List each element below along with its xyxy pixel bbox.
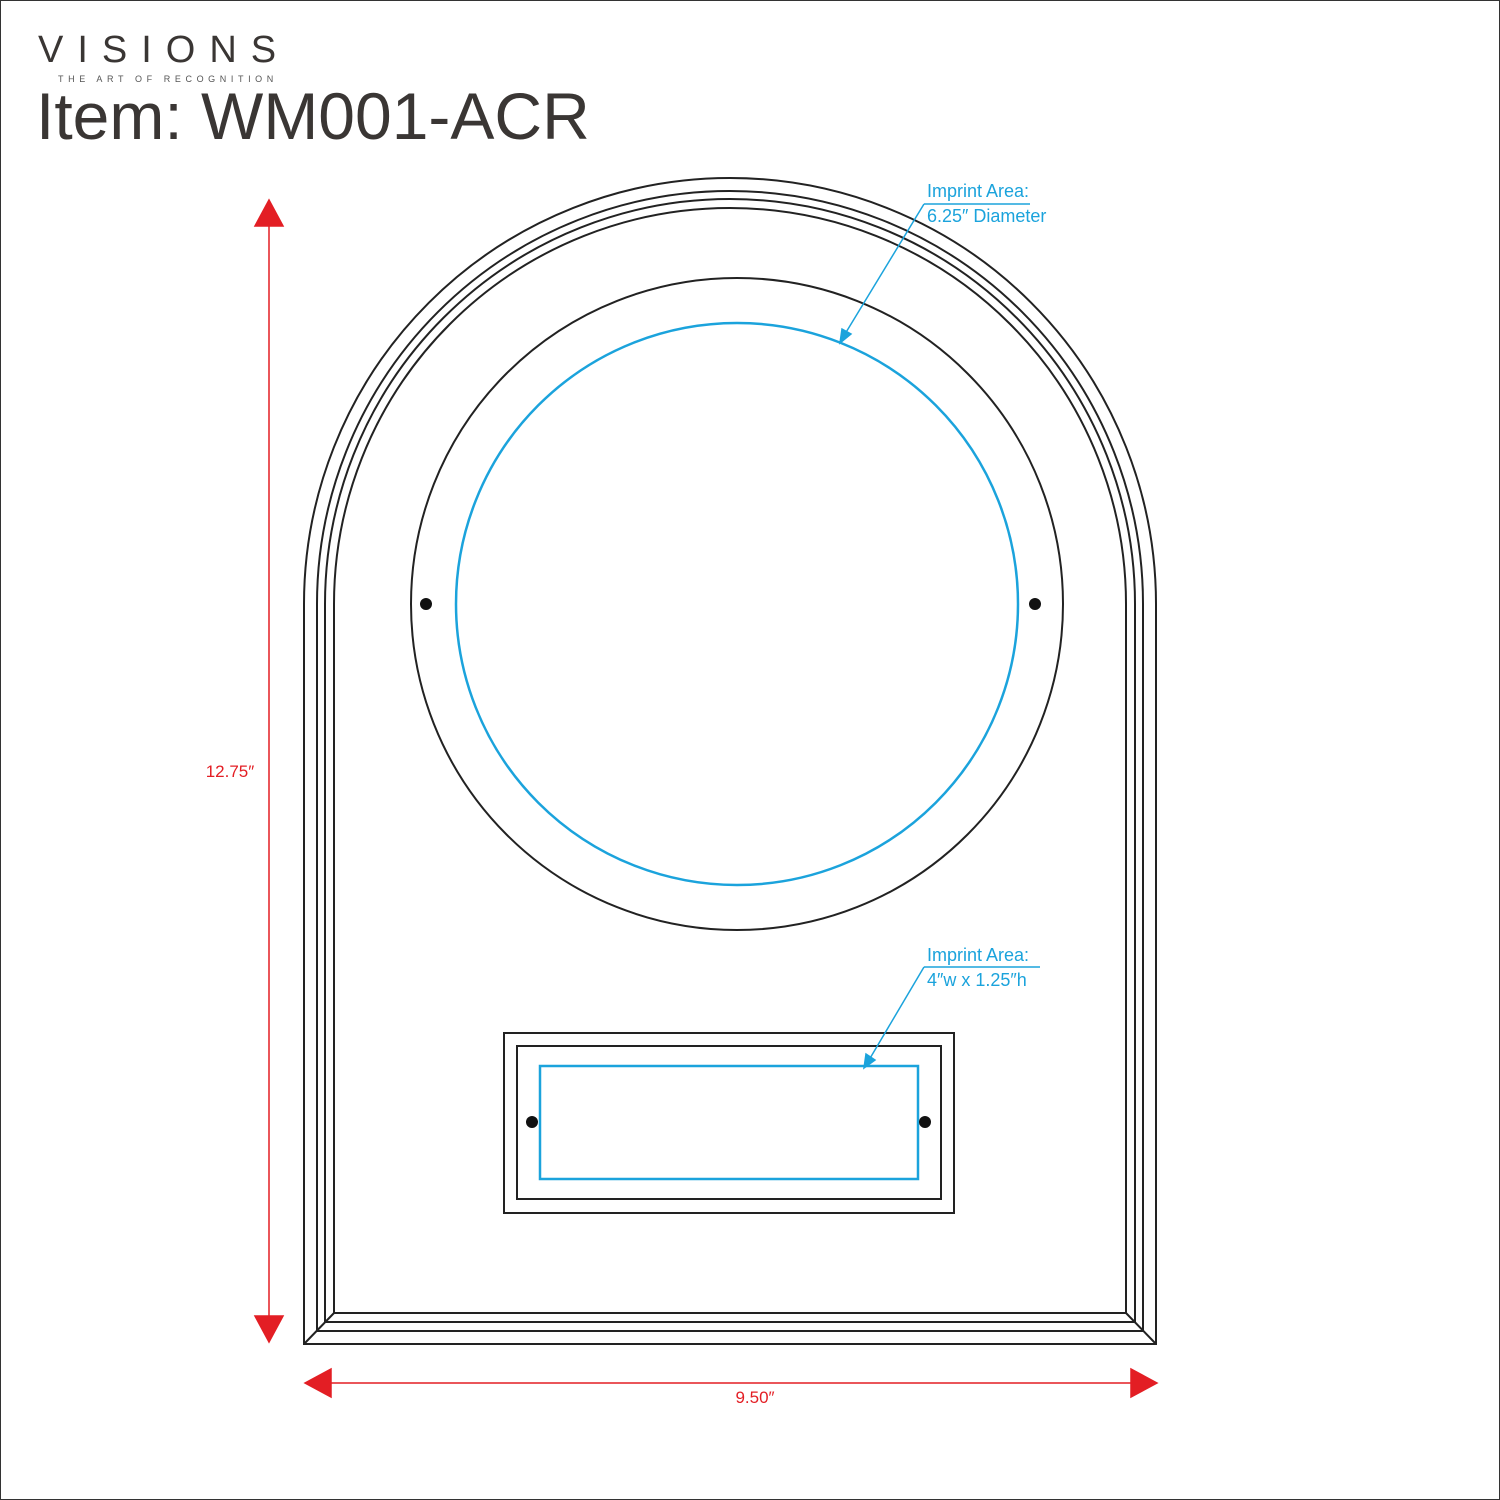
logo-tagline: THE ART OF RECOGNITION: [58, 74, 278, 84]
plaque-outline-outer: [303, 177, 1157, 1345]
height-arrow-top: [253, 198, 285, 227]
width-label: 9.50″: [735, 1388, 774, 1407]
bevel-corner-right: [1125, 1312, 1157, 1345]
plate-screw-right: [919, 1116, 931, 1128]
plate-outer: [503, 1032, 955, 1214]
callout-circle-line1: Imprint Area:: [927, 181, 1029, 201]
width-arrow-right: [1130, 1367, 1159, 1399]
plaque-bevel-1: [316, 190, 1144, 1332]
screw-hole-right: [1029, 598, 1041, 610]
plaque-bevel-inner: [333, 207, 1127, 1314]
callout-arrow-plate: [863, 1052, 877, 1070]
screw-hole-left: [420, 598, 432, 610]
height-label: 12.75″: [206, 762, 255, 781]
width-arrow-left: [303, 1367, 332, 1399]
height-arrow-bottom: [253, 1315, 285, 1344]
plate-inner: [516, 1045, 942, 1200]
imprint-rect: [538, 1064, 920, 1181]
visions-logo: VISIONS THE ART OF RECOGNITION: [38, 29, 291, 84]
callout-plate-line2: 4″w x 1.25″h: [927, 970, 1027, 990]
logo-name: VISIONS: [38, 29, 291, 71]
imprint-circle: [454, 321, 1020, 887]
medallion-ring: [410, 277, 1064, 931]
plaque-bevel-2: [324, 198, 1136, 1323]
callout-circle-line2: 6.25″ Diameter: [927, 206, 1046, 226]
bevel-corner-left: [303, 1312, 335, 1345]
callout-plate-line1: Imprint Area:: [927, 945, 1029, 965]
callout-leader-circle: [844, 203, 925, 335]
item-title: Item: WM001-ACR: [36, 79, 590, 153]
callout-leader-plate: [868, 966, 925, 1061]
plate-screw-left: [526, 1116, 538, 1128]
callout-arrow-circle: [838, 327, 853, 345]
